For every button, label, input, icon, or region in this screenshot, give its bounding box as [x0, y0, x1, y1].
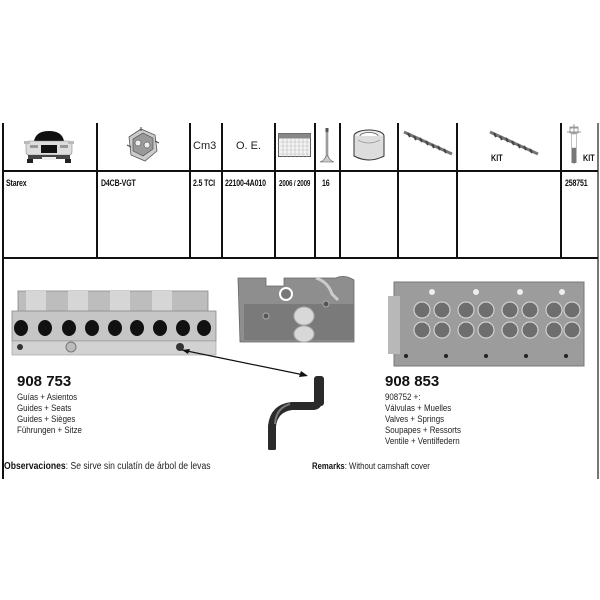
- calendar-icon: [278, 133, 311, 157]
- column-divider: [397, 123, 399, 258]
- product-desc-line: Guides + Seats: [17, 403, 72, 413]
- tappet-icon: [353, 129, 385, 161]
- cylinder-head-end-image: [237, 276, 355, 343]
- header-row-divider: [2, 170, 598, 172]
- column-divider: [560, 123, 562, 258]
- cell-years: 2006 / 2009: [279, 179, 311, 188]
- remark-en-text: : Without camshaft cover: [344, 461, 430, 471]
- column-divider: [274, 123, 276, 258]
- table-border-left: [2, 123, 4, 258]
- column-divider: [221, 123, 223, 258]
- camshaft-icon: [403, 130, 453, 156]
- valve-icon: [319, 128, 335, 163]
- cell-cm3: 2.5 TCI: [193, 178, 215, 188]
- car-front-icon: [24, 131, 74, 163]
- product-desc-line: Führungen + Sitze: [17, 425, 82, 435]
- column-divider: [96, 123, 98, 258]
- header-cm3: Cm3: [193, 140, 217, 152]
- bolt-kit-icon: [567, 124, 581, 164]
- product-ref-right: 908 853: [385, 373, 440, 390]
- oil-pipe-image: [268, 376, 324, 450]
- product-desc-line: Ventile + Ventilfedern: [385, 436, 460, 446]
- cell-engine: D4CB-VGT: [101, 178, 136, 188]
- product-desc-line: Valves + Springs: [385, 414, 445, 424]
- column-divider: [456, 123, 458, 258]
- cell-oe: 22100-4A010: [225, 178, 266, 188]
- remark-es: Observaciones: Se sirve sin culatín de á…: [4, 461, 211, 472]
- column-divider: [339, 123, 341, 258]
- product-desc-line: Válvulas + Muelles: [385, 403, 452, 413]
- cell-valves: 16: [322, 178, 330, 188]
- engine-icon: [126, 127, 160, 162]
- camshaft-kit-icon: [489, 130, 539, 156]
- product-desc-line: 908752 +:: [385, 392, 421, 402]
- cylinder-head-side-image: [11, 290, 217, 356]
- cylinder-head-top-image: [388, 281, 585, 367]
- box-border-left: [2, 257, 4, 479]
- table-border-right: [597, 123, 599, 479]
- product-desc-line: Guías + Asientos: [17, 392, 78, 402]
- column-divider: [189, 123, 191, 258]
- product-ref-left: 908 753: [17, 373, 72, 390]
- column-divider: [314, 123, 316, 258]
- connection-arrow: [181, 349, 308, 377]
- remark-en-label: Remarks: [312, 461, 345, 471]
- cell-bolt-kit: 258751: [565, 178, 588, 188]
- table-bottom-border: [2, 257, 598, 259]
- product-desc-line: Guides + Sièges: [17, 414, 76, 424]
- header-oe: O. E.: [236, 140, 262, 152]
- camshaft-kit-label: KIT: [491, 153, 503, 163]
- product-desc-line: Soupapes + Ressorts: [385, 425, 461, 435]
- cell-model: Starex: [6, 178, 27, 188]
- remark-es-label: Observaciones: [4, 461, 66, 472]
- remark-es-text: : Se sirve sin culatín de árbol de levas: [65, 461, 211, 472]
- bolt-kit-label: KIT: [583, 153, 595, 163]
- remark-en: Remarks: Without camshaft cover: [312, 461, 430, 471]
